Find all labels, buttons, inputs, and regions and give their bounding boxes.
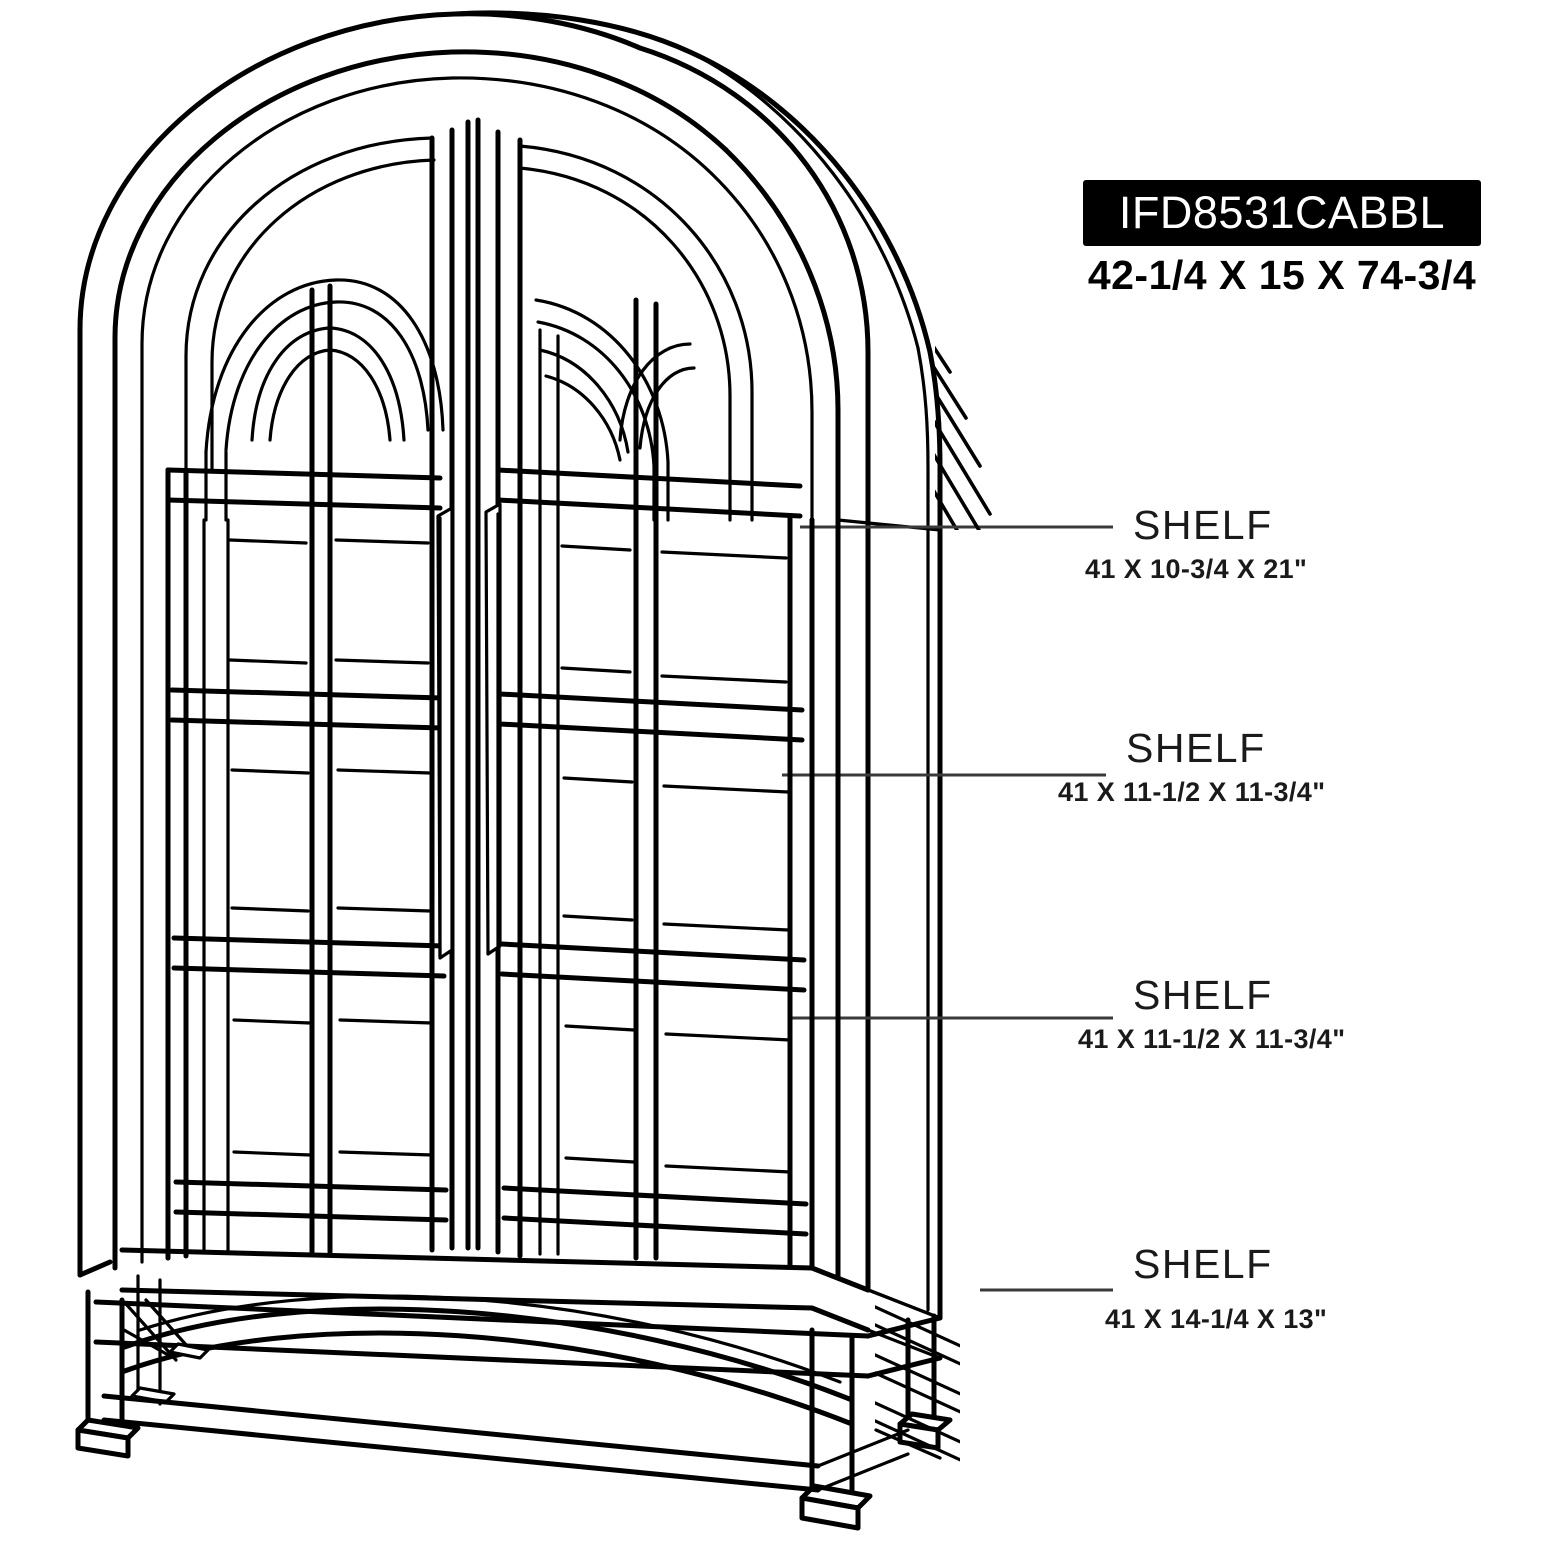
leader-lines (782, 525, 1113, 1292)
callout-label: SHELF (1133, 972, 1273, 1018)
callout-shelf-4: SHELF 41 X 14-1/4 X 13" (1105, 1241, 1327, 1333)
callout-dimensions: 41 X 14-1/4 X 13" (1105, 1304, 1328, 1334)
right-side-panel-ribs (866, 1288, 942, 1320)
cabinet-doors (165, 117, 815, 1271)
callout-dimensions: 41 X 11-1/2 X 11-3/4" (1058, 777, 1326, 807)
left-door-panel-reveals (228, 538, 434, 1157)
callout-dimensions: 41 X 11-1/2 X 11-3/4" (1078, 1024, 1346, 1054)
door-handle-left (436, 506, 454, 960)
right-door-mullions (538, 297, 659, 1261)
callout-label: SHELF (1133, 502, 1273, 548)
cabinet-base (75, 1274, 960, 1531)
callout-dimensions: 41 X 10-3/4 X 21" (1085, 554, 1308, 584)
callout-shelf-2: SHELF 41 X 11-1/2 X 11-3/4" (1058, 725, 1325, 806)
callout-label: SHELF (1133, 1241, 1273, 1287)
right-door-rails (495, 467, 809, 1237)
cabinet-carcass (77, 10, 1010, 1333)
door-handle-right (484, 502, 502, 956)
callout-shelf-3: SHELF 41 X 11-1/2 X 11-3/4" (1078, 972, 1345, 1053)
right-door-panel-reveals (560, 544, 792, 1174)
left-door-rails (165, 467, 449, 1223)
product-code-text: IFD8531CABBL (1118, 187, 1446, 238)
arched-tracery (184, 136, 754, 522)
product-dimensions-text: 42-1/4 X 15 X 74-3/4 (1087, 252, 1477, 298)
product-code-tag: IFD8531CABBL (1083, 180, 1481, 246)
callout-label: SHELF (1126, 725, 1266, 771)
left-door-mullions (202, 283, 333, 1255)
base-side-slats (875, 1298, 960, 1464)
callout-shelf-1: SHELF 41 X 10-3/4 X 21" (1085, 502, 1307, 583)
